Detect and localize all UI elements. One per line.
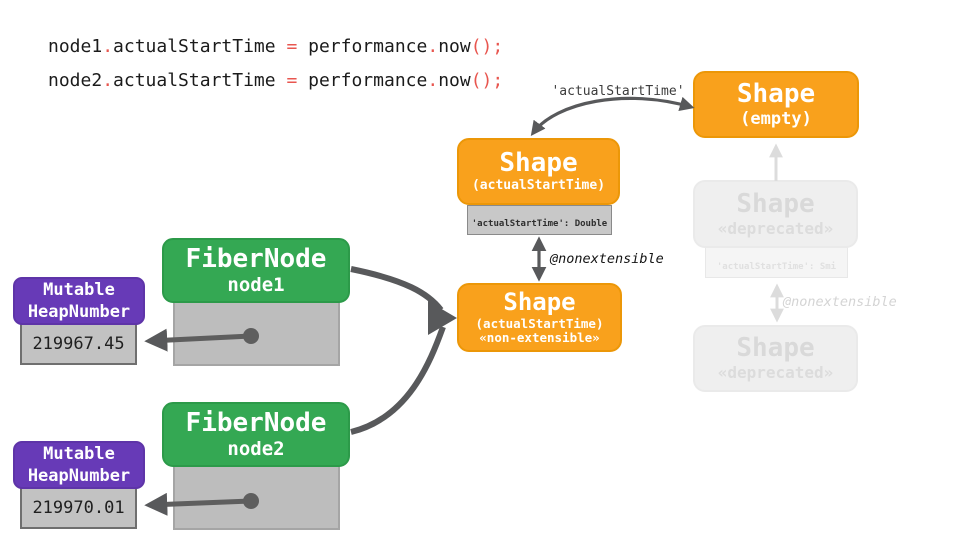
- heapnumber2-value: 219970.01: [20, 487, 137, 529]
- shape-empty-subtitle: (empty): [740, 108, 812, 129]
- code-token: performance: [308, 70, 428, 91]
- nonextensible-note: @nonextensible: [550, 251, 664, 267]
- deprecated-property-slot: 'actualStartTime': Smi: [705, 247, 848, 278]
- shape-actualstarttime-title: Shape: [499, 148, 578, 179]
- transition-edge-label: 'actualStartTime': [551, 84, 685, 99]
- code-line-2: node2.actualStartTime = performance.now(…: [48, 70, 503, 91]
- shape-empty-title: Shape: [736, 78, 816, 109]
- fibernode2-memory: [173, 464, 340, 530]
- code-token: [297, 36, 308, 57]
- code-token: ();: [470, 36, 504, 57]
- heapnumber1-tag-line2: HeapNumber: [27, 302, 131, 322]
- code-token: node1: [48, 36, 103, 57]
- fibernode1-box: FiberNode node1: [162, 238, 350, 303]
- deprecated-nonextensible-note: @nonextensible: [783, 294, 897, 310]
- code-token: now: [438, 70, 471, 91]
- fibernode2-name: node2: [227, 437, 285, 460]
- heapnumber1-tag-line1: Mutable: [43, 279, 115, 300]
- shape-empty-box: Shape (empty): [693, 71, 859, 138]
- shape-nonextensible-stereotype: «non-extensible»: [479, 330, 600, 346]
- deprecated-shape-bottom-box: Shape «deprecated»: [693, 325, 858, 392]
- shape-property-slot: 'actualStartTime': Double: [467, 205, 612, 235]
- fibernode2-box: FiberNode node2: [162, 402, 350, 467]
- heapnumber2-tag-line2: HeapNumber: [27, 466, 131, 486]
- fibernode2-to-shape-arrow: [350, 325, 446, 435]
- deprecated-top-stereotype: «deprecated»: [717, 218, 834, 238]
- code-token: now: [438, 36, 471, 57]
- shape-transition-arrow: [530, 96, 695, 136]
- heapnumber1-tag: Mutable HeapNumber: [13, 277, 145, 325]
- shape-actualstarttime-subtitle: (actualStartTime): [471, 177, 606, 193]
- fibernode1-name: node1: [227, 273, 285, 296]
- code-token: .: [427, 36, 439, 57]
- code-token: actualStartTime: [113, 70, 276, 91]
- code-line-1: node1.actualStartTime = performance.now(…: [48, 36, 503, 57]
- fibernode1-title: FiberNode: [185, 243, 327, 274]
- code-token: .: [102, 70, 114, 91]
- deprecated-shape-top-box: Shape «deprecated»: [693, 180, 858, 248]
- code-token: [276, 70, 287, 91]
- deprecated-top-title: Shape: [736, 188, 815, 219]
- code-token: =: [286, 36, 298, 57]
- code-token: node2: [48, 70, 103, 91]
- shape-nonextensible-subtitle: (actualStartTime): [475, 315, 604, 331]
- shape-nonextensible-title: Shape: [503, 288, 576, 317]
- deprecated-bottom-title: Shape: [736, 333, 815, 364]
- fibernode2-title: FiberNode: [185, 407, 327, 438]
- merged-arrowhead: [428, 301, 457, 335]
- shape-actualstarttime-box: Shape (actualStartTime): [457, 138, 620, 205]
- deprecated-bottom-stereotype: «deprecated»: [717, 363, 834, 383]
- fibernode1-to-shape-arrow: [350, 266, 444, 312]
- code-token: .: [427, 70, 439, 91]
- code-token: ();: [470, 70, 504, 91]
- shape-nonextensible-box: Shape (actualStartTime) «non-extensible»: [457, 283, 622, 352]
- code-token: [276, 36, 287, 57]
- heapnumber1-value: 219967.45: [20, 323, 137, 365]
- code-token: .: [102, 36, 114, 57]
- code-token: actualStartTime: [113, 36, 276, 57]
- fibernode1-memory: [173, 300, 340, 366]
- heapnumber2-tag-line1: Mutable: [43, 443, 115, 464]
- code-token: =: [286, 70, 298, 91]
- code-token: performance: [308, 36, 428, 57]
- heapnumber2-tag: Mutable HeapNumber: [13, 441, 145, 489]
- code-token: [297, 70, 308, 91]
